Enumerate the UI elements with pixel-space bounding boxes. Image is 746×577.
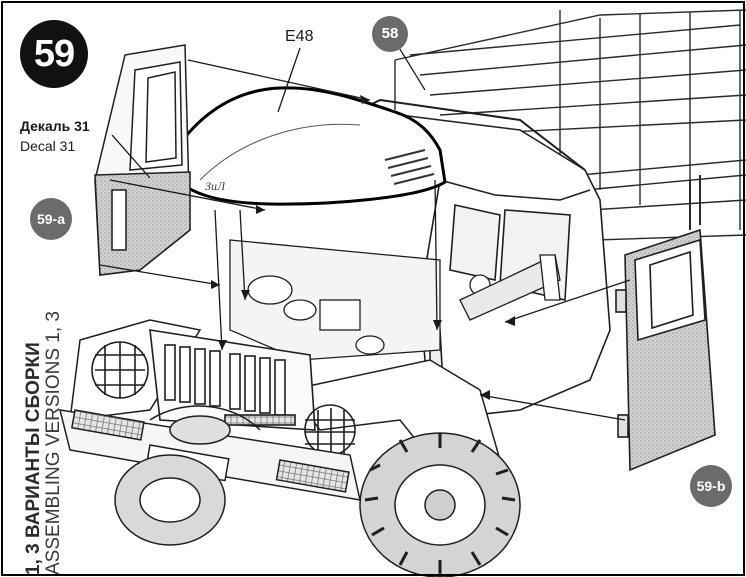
callout-58: 58 <box>372 16 408 52</box>
door-59-a <box>94 44 191 276</box>
svg-text:ЗиЛ: ЗиЛ <box>205 179 226 193</box>
radiator-grille <box>149 329 316 431</box>
callout-59-b: 59-b <box>690 465 732 507</box>
step-number-badge: 59 <box>20 20 88 88</box>
decal-label-en: Decal 31 <box>20 138 76 154</box>
assembly-arrows <box>99 59 631 421</box>
door-59-b <box>615 228 716 472</box>
hood-e48: ЗиЛ <box>163 86 447 206</box>
caption-en: ASSEMBLING VERSIONS 1, 3 <box>43 311 64 575</box>
decal-label-ru: Декаль 31 <box>20 118 90 134</box>
assembly-version-caption: 1, 3 ВАРИАНТЫ СБОРКИ ASSEMBLING VERSIONS… <box>23 311 64 575</box>
caption-ru: 1, 3 ВАРИАНТЫ СБОРКИ <box>23 342 44 575</box>
wheels <box>114 432 521 577</box>
part-label-e48: E48 <box>285 28 314 45</box>
callout-59-a: 59-a <box>30 198 72 240</box>
e48-leader-line <box>277 47 301 113</box>
callout-58-leader-line <box>397 45 426 91</box>
cargo-bed <box>394 9 746 241</box>
arrow-heads <box>211 95 515 400</box>
